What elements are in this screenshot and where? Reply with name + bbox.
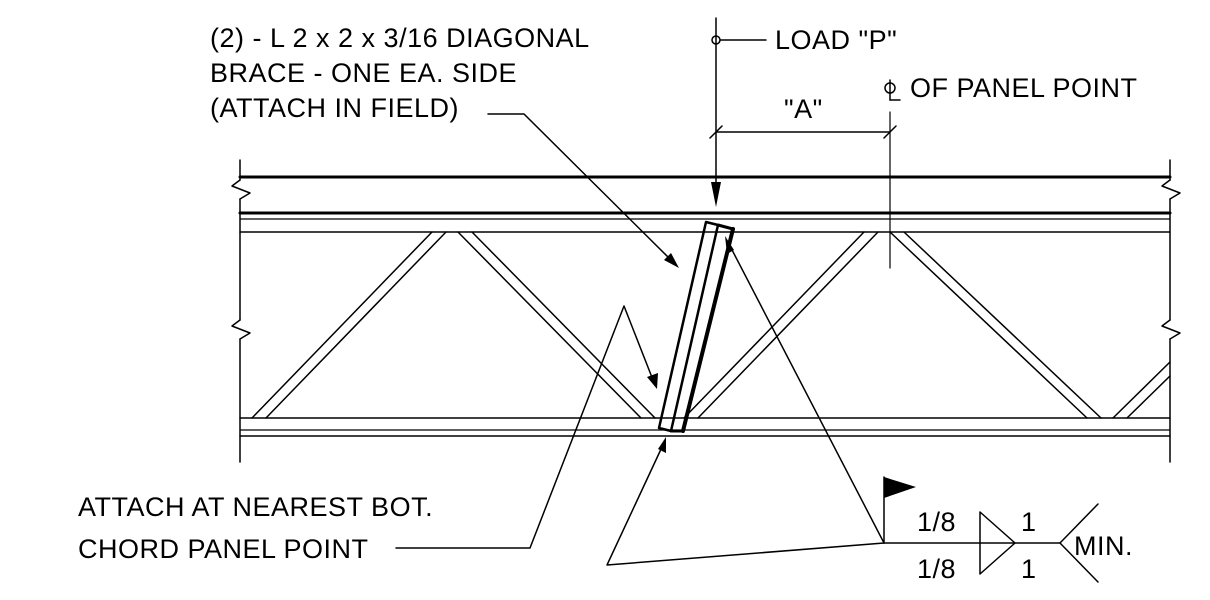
centerline-icon (884, 79, 901, 101)
web-member-2 (457, 231, 656, 419)
dimension-a-label: "A" (784, 94, 823, 124)
weld-size-top: 1/8 (917, 507, 956, 537)
joist-truss (231, 159, 1181, 463)
field-weld-flag-icon (884, 477, 916, 498)
weld-length-top: 1 (1021, 507, 1037, 537)
left-break-line (231, 159, 251, 463)
brace-note-line-2: BRACE - ONE EA. SIDE (210, 58, 517, 88)
web-member-5 (1112, 361, 1171, 419)
weld-size-bottom: 1/8 (917, 554, 956, 584)
dimension-a (709, 125, 897, 139)
centerline-label: OF PANEL POINT (910, 73, 1138, 103)
web-member-1 (251, 231, 447, 419)
weld-tail-label: MIN. (1074, 531, 1133, 561)
web-member-4 (889, 231, 1102, 419)
attach-note-leader (395, 305, 658, 549)
load-arrowhead (711, 182, 721, 207)
fillet-weld-symbol-icon (979, 511, 1016, 575)
weld-symbol (883, 476, 1099, 583)
brace-note-leader (487, 113, 679, 268)
weld-tail-icon (1059, 503, 1099, 583)
load-label: LOAD "P" (775, 25, 897, 55)
attach-note-line-1: ATTACH AT NEAREST BOT. (78, 492, 433, 522)
weld-symbol-arrows (606, 236, 885, 566)
brace-note-line-1: (2) - L 2 x 2 x 3/16 DIAGONAL (210, 23, 590, 53)
right-break-line (1161, 159, 1181, 463)
centerline-panel-point (884, 79, 901, 269)
web-member-3 (683, 231, 879, 419)
diagonal-brace (657, 220, 735, 433)
weld-length-bottom: 1 (1021, 554, 1037, 584)
load-p-indicator (711, 17, 767, 207)
brace-note-line-3: (ATTACH IN FIELD) (210, 93, 459, 123)
attach-note-line-2: CHORD PANEL POINT (78, 534, 369, 564)
